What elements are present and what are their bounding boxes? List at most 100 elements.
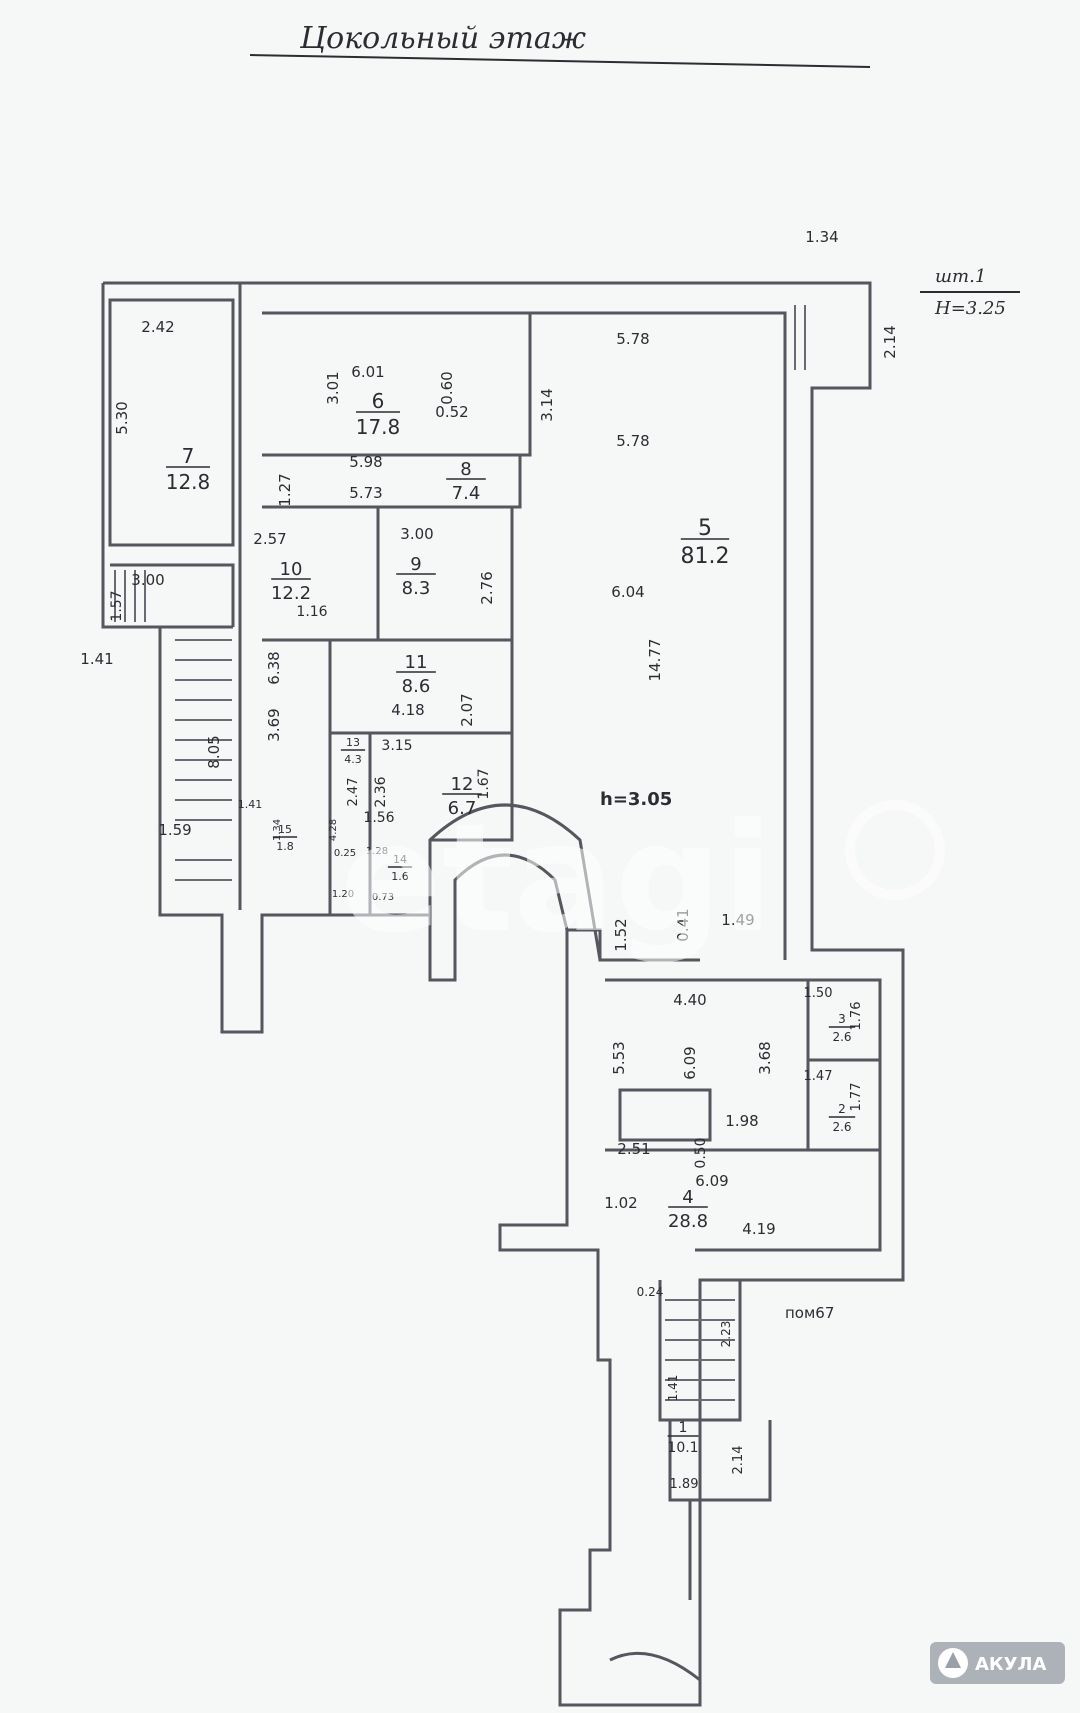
room-area: 8.3 [402,578,431,599]
dimension-label: 3.68 [756,1041,774,1074]
room-number: 6 [372,389,385,413]
dimension-label: 1.56 [363,810,394,826]
room-area: 81.2 [681,544,730,569]
dimension-label: 2.14 [731,1446,746,1475]
dimension-label: 3.00 [400,525,433,543]
dimension-label: 2.36 [373,776,389,807]
dimension-label: 1.77 [849,1083,864,1112]
room-number: 4 [682,1187,693,1208]
page-title: Цокольный этаж [299,21,586,56]
dimension-label: 1.49 [721,911,754,929]
dimension-label: 2.23 [719,1321,733,1348]
brand-badge: АКУЛА [930,1642,1065,1684]
room-area: 28.8 [668,1211,708,1232]
dimension-label: 5.30 [113,401,131,434]
dimension-label: 1.89 [670,1477,699,1492]
room-number: 3 [838,1012,846,1026]
dimension-label: 1.02 [604,1194,637,1212]
dimension-label: 4.40 [673,991,706,1009]
dimension-label: 3.01 [324,371,342,404]
dimension-label: 1.67 [476,768,492,799]
dimension-label: 1.50 [804,986,833,1001]
plan-walls [101,281,905,1707]
dimension-label: 1.47 [804,1069,833,1084]
dimension-label: 1.57 [109,590,125,621]
room-area: 17.8 [356,415,401,439]
room-area: 8.6 [402,676,431,697]
dimension-label: 4.19 [742,1220,775,1238]
dimension-label: 1.41 [666,1375,680,1402]
dimension-label: 6.09 [695,1172,728,1190]
dimension-label: 5.98 [349,453,382,471]
dimension-label: 1.28 [366,846,388,857]
dimension-label: 1.41 [80,650,113,668]
dimension-label: 1.52 [612,918,630,951]
dimension-label: 3.00 [131,571,164,589]
dimension-label: 3.15 [381,738,412,754]
room-area: 2.6 [832,1120,851,1134]
dimension-label: 3.69 [265,708,283,741]
dimension-label: 1.41 [238,798,263,811]
dimension-label: 1.20 [332,889,354,900]
dimension-label: 0.60 [438,371,456,404]
shark-fin-icon [945,1652,961,1668]
dimension-label: 5.73 [349,484,382,502]
room-area: 4.3 [344,753,362,766]
brand-backdrop [930,1642,1065,1684]
dimension-label: 5.78 [616,432,649,450]
room-area: 12.2 [271,583,311,604]
room-area: 7.4 [452,483,481,504]
room-number: 11 [405,652,428,673]
dimension-label: 6.09 [681,1046,699,1079]
watermark-ring [845,800,945,900]
dimension-label: 3.14 [538,388,556,421]
title-underline [249,54,871,68]
dimension-label: 1.27 [276,473,294,506]
room-number: 10 [280,559,303,580]
room-area: 6.7 [448,798,477,819]
room-labels: 110.122.632.6428.8581.2617.8712.887.498.… [166,389,856,1456]
dimension-label: 0.73 [372,892,394,903]
dimension-label: 8.05 [205,735,223,768]
dimension-label: 2.47 [346,778,361,807]
room-number: 1 [679,1420,688,1436]
room-number: 9 [410,554,421,575]
room-number: 14 [393,853,407,866]
dimension-label: 2.07 [458,693,476,726]
room-number: 8 [460,459,471,480]
dimension-label: 0.52 [435,403,468,421]
room-number: 7 [182,444,195,468]
dimension-label: 2.51 [617,1140,650,1158]
room-area: 1.6 [391,870,409,883]
dimension-label: 5.53 [610,1041,628,1074]
dimension-label: 1.76 [849,1002,864,1031]
dimension-label: 0.24 [637,1285,664,1299]
dimension-label: 1.59 [158,821,191,839]
reference-room-label: пом67 [785,1304,834,1322]
room-area: 12.8 [166,470,211,494]
dimension-label: 1.98 [725,1112,758,1130]
stamp-line-1: шт.1 [935,266,986,287]
dimension-label: 2.14 [881,325,899,358]
room-number: 5 [698,516,712,541]
watermark-text: etagi [340,792,773,966]
dimension-label: 1.16 [296,604,327,620]
dimension-label: 14.77 [646,639,664,682]
room-number: 13 [346,736,360,749]
room-area: 10.1 [667,1440,698,1456]
dimension-label: 0.25 [334,848,356,859]
dimension-label: 1.34 [272,819,283,841]
dimension-label: 2.42 [141,318,174,336]
dimension-label: 5.78 [616,330,649,348]
room-number: 12 [451,774,474,795]
dimension-label: 6.04 [611,583,644,601]
dimension-label: 2.76 [478,571,496,604]
dimension-label: 0.41 [674,908,692,941]
ceiling-height-note: h=3.05 [600,789,672,810]
dimension-label: 0.50 [693,1137,709,1168]
room-area: 1.8 [276,840,294,853]
room-area: 2.6 [832,1030,851,1044]
room-number: 15 [278,823,292,836]
dimension-label: 4.18 [391,701,424,719]
